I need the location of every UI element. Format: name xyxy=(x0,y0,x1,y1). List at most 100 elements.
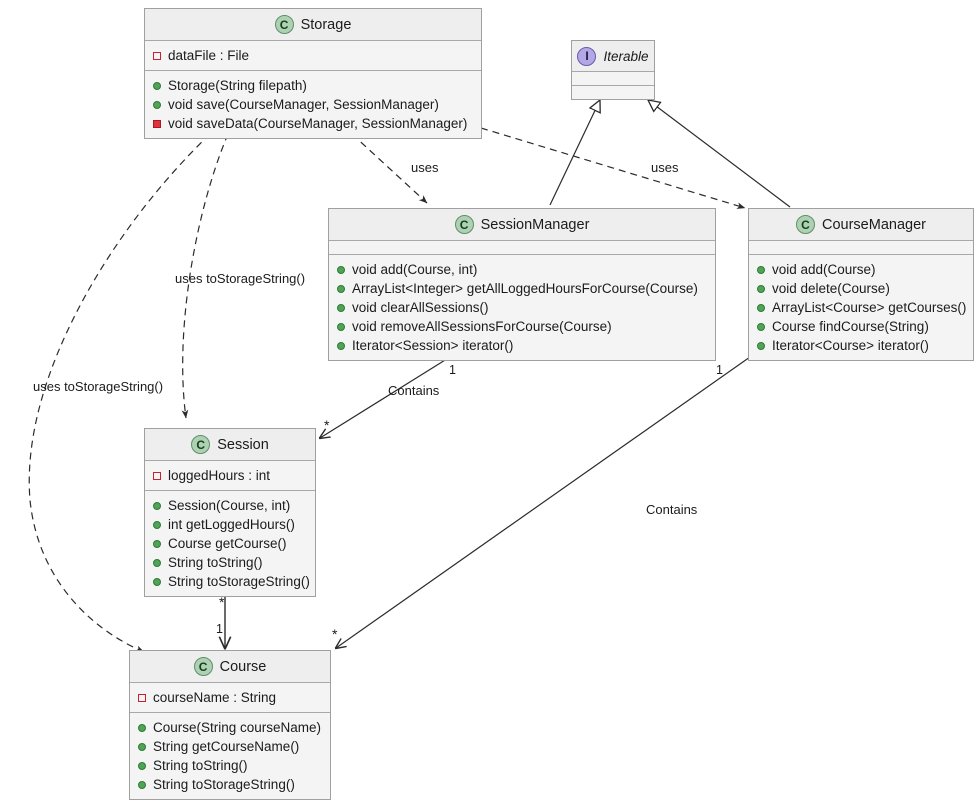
class-stereotype-icon: C xyxy=(193,657,213,676)
methods-compartment-storage: Storage(String filepath) void save(Cours… xyxy=(145,70,481,138)
edge-label-uses-tostoragestring-course: uses toStorageString() xyxy=(33,379,164,394)
class-box-sessionmanager[interactable]: C SessionManager void add(Course, int) A… xyxy=(328,208,716,361)
methods-compartment-sessionmanager: void add(Course, int) ArrayList<Integer>… xyxy=(329,254,715,360)
methods-compartment-session: Session(Course, int) int getLoggedHours(… xyxy=(145,490,315,596)
method-row: void save(CourseManager, SessionManager) xyxy=(145,95,481,114)
interface-stereotype-icon: I xyxy=(577,46,597,66)
public-method-icon xyxy=(757,284,765,293)
class-box-session[interactable]: C Session loggedHours : int Session(Cour… xyxy=(144,428,316,597)
private-field-icon xyxy=(153,471,161,480)
method-row: String getCourseName() xyxy=(130,737,330,756)
method-label: void saveData(CourseManager, SessionMana… xyxy=(168,116,468,131)
method-label: ArrayList<Course> getCourses() xyxy=(772,300,967,315)
attributes-compartment-session: loggedHours : int xyxy=(145,461,315,490)
method-label: ArrayList<Integer> getAllLoggedHoursForC… xyxy=(352,281,698,296)
class-box-course[interactable]: C Course courseName : String Course(Stri… xyxy=(129,650,331,800)
multiplicity-session-course-one: 1 xyxy=(216,622,223,636)
method-label: Iterator<Session> iterator() xyxy=(352,338,514,353)
method-label: String toString() xyxy=(168,555,263,570)
public-method-icon xyxy=(757,341,765,350)
class-box-storage[interactable]: C Storage dataFile : File Storage(String… xyxy=(144,8,482,139)
method-row: String toString() xyxy=(130,756,330,775)
method-row: void removeAllSessionsForCourse(Course) xyxy=(329,317,715,336)
public-method-icon xyxy=(153,558,161,567)
method-row: Iterator<Course> iterator() xyxy=(749,336,973,355)
method-row: int getLoggedHours() xyxy=(145,515,315,534)
method-row: String toStorageString() xyxy=(145,572,315,591)
method-row: ArrayList<Course> getCourses() xyxy=(749,298,973,317)
public-method-icon xyxy=(138,761,146,770)
edge-label-contains-session: Contains xyxy=(388,383,440,398)
class-header-session: C Session xyxy=(145,429,315,461)
attributes-compartment-coursemanager xyxy=(749,241,973,254)
public-method-icon xyxy=(138,723,146,732)
public-method-icon xyxy=(757,322,765,331)
class-stereotype-icon: C xyxy=(454,215,474,234)
attributes-compartment-course: courseName : String xyxy=(130,683,330,712)
private-field-icon xyxy=(153,51,161,60)
class-header-storage: C Storage xyxy=(145,9,481,41)
class-name-storage: Storage xyxy=(300,16,352,33)
class-stereotype-icon: C xyxy=(191,435,211,454)
class-name-sessionmanager: SessionManager xyxy=(480,216,590,233)
attributes-compartment-iterable xyxy=(572,72,654,85)
method-row: void delete(Course) xyxy=(749,279,973,298)
public-method-icon xyxy=(337,303,345,312)
method-label: String getCourseName() xyxy=(153,739,300,754)
edge-label-uses-sessionmanager: uses xyxy=(411,160,439,175)
edge-label-contains-course: Contains xyxy=(646,502,698,517)
method-label: Course getCourse() xyxy=(168,536,287,551)
method-row: Storage(String filepath) xyxy=(145,76,481,95)
method-row: void add(Course) xyxy=(749,260,973,279)
public-method-icon xyxy=(337,341,345,350)
multiplicity-session-course-many: * xyxy=(219,594,225,610)
method-row: void add(Course, int) xyxy=(329,260,715,279)
class-header-course: C Course xyxy=(130,651,330,683)
private-field-icon xyxy=(138,693,146,702)
method-row: Iterator<Session> iterator() xyxy=(329,336,715,355)
edge-label-uses-coursemanager: uses xyxy=(651,160,679,175)
method-label: Course(String courseName) xyxy=(153,720,322,735)
method-label: int getLoggedHours() xyxy=(168,517,295,532)
method-label: String toStorageString() xyxy=(168,574,310,589)
method-label: void add(Course, int) xyxy=(352,262,478,277)
class-header-coursemanager: C CourseManager xyxy=(749,209,973,241)
attributes-compartment-sessionmanager xyxy=(329,241,715,254)
method-label: Session(Course, int) xyxy=(168,498,291,513)
public-method-icon xyxy=(153,100,161,109)
public-method-icon xyxy=(337,322,345,331)
class-box-iterable[interactable]: I Iterable xyxy=(571,40,655,100)
method-label: Iterator<Course> iterator() xyxy=(772,338,929,353)
public-method-icon xyxy=(337,265,345,274)
public-method-icon xyxy=(138,780,146,789)
method-label: void delete(Course) xyxy=(772,281,890,296)
public-method-icon xyxy=(153,520,161,529)
attribute-label: dataFile : File xyxy=(168,48,250,63)
method-row: void saveData(CourseManager, SessionMana… xyxy=(145,114,481,133)
method-label: void add(Course) xyxy=(772,262,876,277)
multiplicity-course-many: * xyxy=(332,626,338,642)
public-method-icon xyxy=(757,265,765,274)
method-label: String toString() xyxy=(153,758,248,773)
multiplicity-session-many: * xyxy=(324,417,330,433)
attribute-label: loggedHours : int xyxy=(168,468,271,483)
class-name-coursemanager: CourseManager xyxy=(822,216,926,233)
multiplicity-sessionmanager-one: 1 xyxy=(449,363,456,377)
method-row: String toString() xyxy=(145,553,315,572)
method-label: void save(CourseManager, SessionManager) xyxy=(168,97,439,112)
public-method-icon xyxy=(153,577,161,586)
private-method-icon xyxy=(153,119,161,128)
methods-compartment-coursemanager: void add(Course) void delete(Course) Arr… xyxy=(749,254,973,360)
class-header-sessionmanager: C SessionManager xyxy=(329,209,715,241)
class-stereotype-icon: C xyxy=(796,215,815,234)
attribute-row: courseName : String xyxy=(130,688,330,707)
method-row: void clearAllSessions() xyxy=(329,298,715,317)
methods-compartment-course: Course(String courseName) String getCour… xyxy=(130,712,330,799)
public-method-icon xyxy=(138,742,146,751)
class-box-coursemanager[interactable]: C CourseManager void add(Course) void de… xyxy=(748,208,974,361)
attribute-row: loggedHours : int xyxy=(145,466,315,485)
public-method-icon xyxy=(153,81,161,90)
methods-compartment-iterable xyxy=(572,85,654,99)
edge-label-uses-tostoragestring-session: uses toStorageString() xyxy=(175,271,306,286)
